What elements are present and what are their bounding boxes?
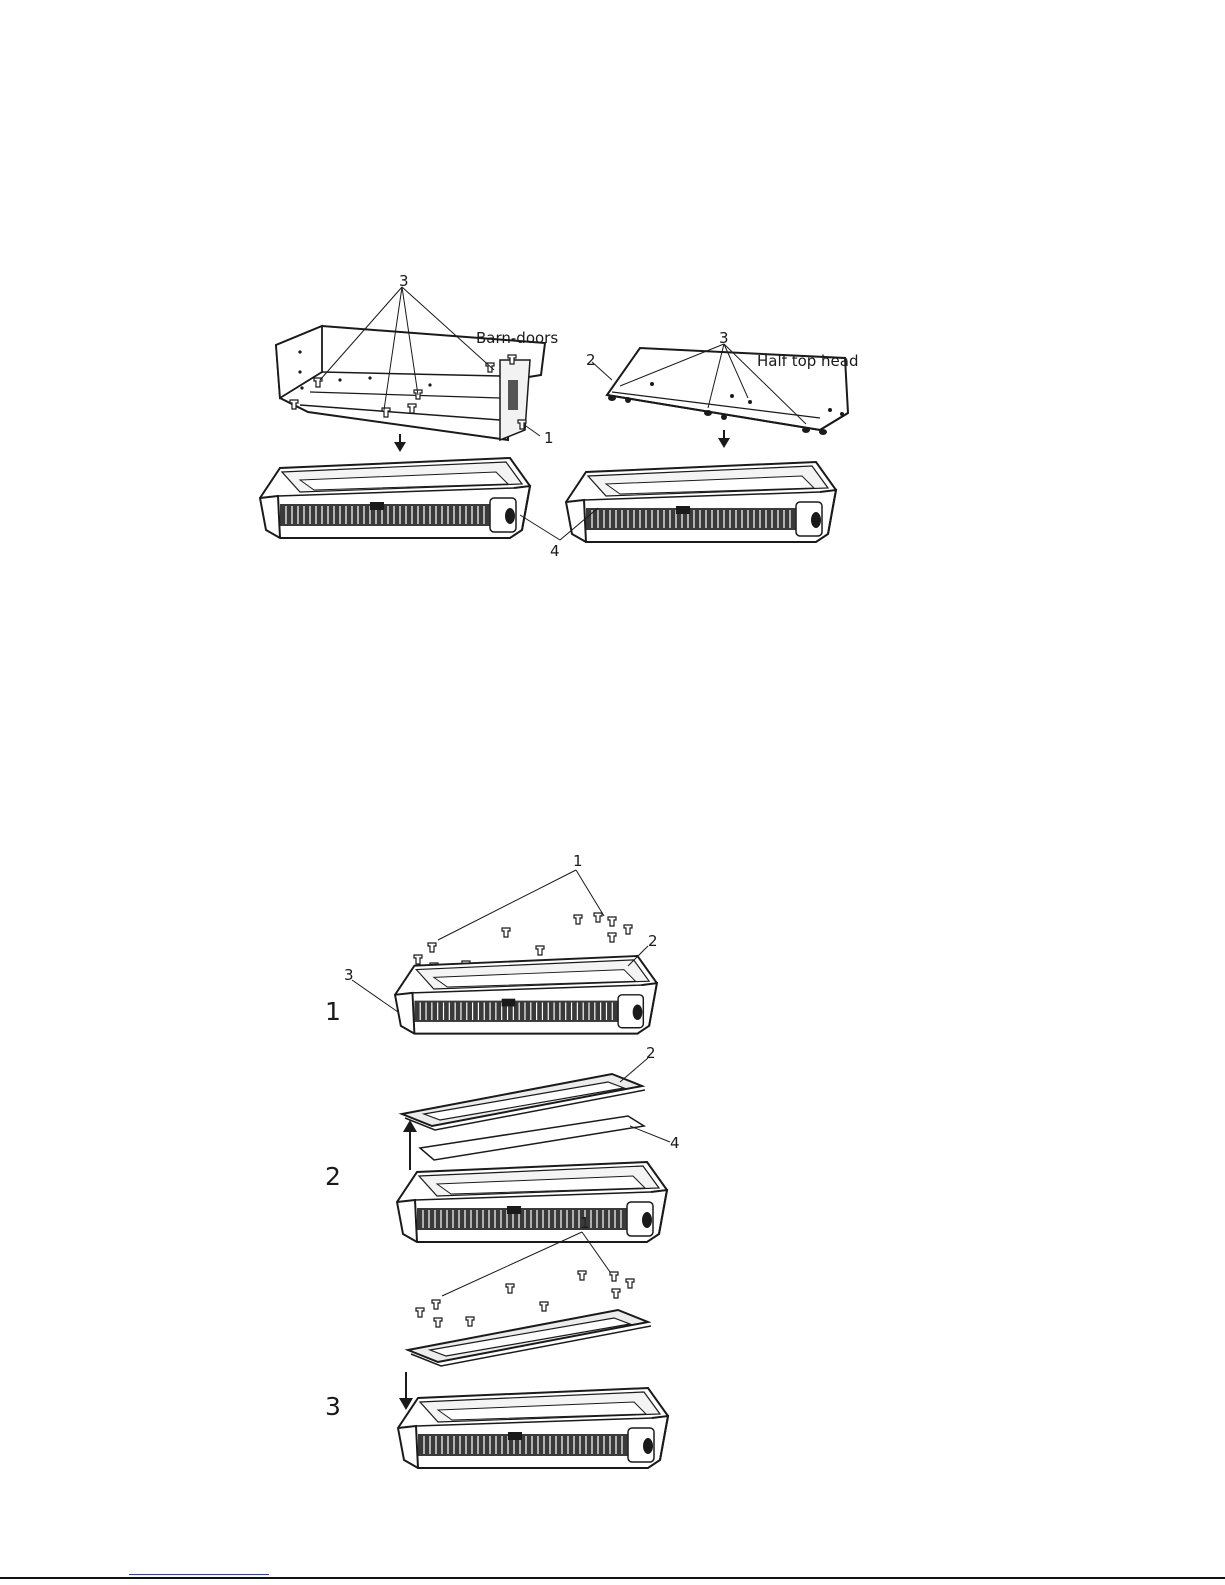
callout-1-left: 1 [544,429,554,447]
callout-3-right: 3 [719,329,729,347]
step-2-group [397,1074,667,1242]
callout-4-shared: 4 [550,542,560,560]
step-1-callout-1: 1 [573,852,583,870]
fixture-left [260,458,530,538]
footer-link-underline[interactable] [129,1574,269,1575]
fixture-right [566,462,836,542]
step-2-number: 2 [325,1162,341,1191]
step-3-callout-1: 1 [580,1214,590,1232]
step-3-number: 3 [325,1392,341,1421]
footer-rule [0,1577,1225,1579]
step-1-group [395,913,657,1034]
step-1-callout-2: 2 [648,932,658,950]
step-1-callout-3: 3 [344,966,354,984]
step-1-number: 1 [325,997,341,1026]
step-3-group [398,1271,668,1468]
barn-doors-label: Barn-doors [476,329,558,347]
step-2-callout-4: 4 [670,1134,680,1152]
half-top-head-label: Half top head [757,352,858,370]
step-2-callout-2: 2 [646,1044,656,1062]
callout-2-right: 2 [586,351,596,369]
callout-3-left: 3 [399,272,409,290]
